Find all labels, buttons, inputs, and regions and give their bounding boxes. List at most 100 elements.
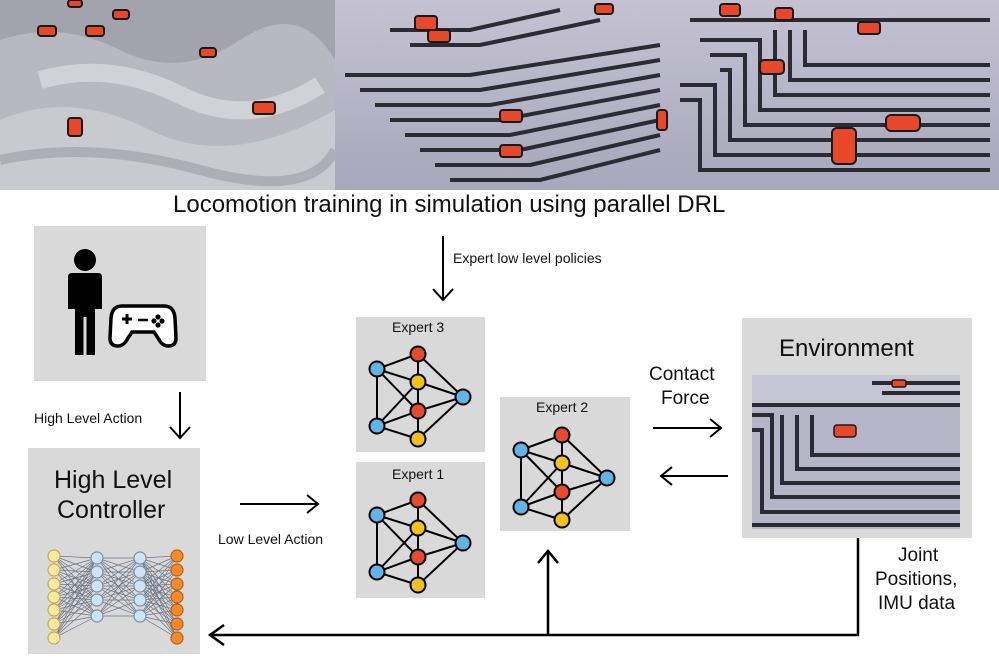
network-edge [139, 555, 178, 573]
expert-1-network [368, 491, 472, 594]
network-edge [417, 542, 464, 586]
network-node [409, 345, 427, 363]
network-node [133, 593, 147, 607]
network-edge [53, 557, 98, 598]
network-node [409, 402, 427, 420]
robot [857, 21, 881, 35]
expert-3-label: Expert 3 [392, 319, 445, 335]
robot [414, 15, 438, 31]
network-edge [561, 434, 608, 479]
network-edge [139, 569, 178, 617]
robot [427, 29, 451, 43]
network-edge [53, 571, 98, 585]
network-node [170, 549, 184, 563]
robot [85, 25, 105, 37]
robot [885, 114, 921, 132]
network-node [47, 549, 61, 563]
network-node [598, 469, 616, 487]
rough-terrain-panel [0, 0, 340, 190]
robot [499, 144, 523, 158]
robot [891, 379, 907, 388]
network-node [90, 551, 104, 565]
network-node [170, 577, 184, 591]
robot [831, 127, 857, 165]
expert-3-network [368, 345, 472, 448]
network-node [553, 511, 571, 529]
network-edge [417, 499, 464, 544]
stairs-panel-1 [335, 0, 667, 190]
expert-1-label: Expert 1 [392, 466, 445, 482]
network-edge [139, 555, 178, 601]
robot [656, 109, 668, 131]
network-edge [53, 557, 98, 639]
robot [499, 109, 523, 123]
network-node [170, 563, 184, 577]
network-node [409, 576, 427, 594]
network-edge [53, 557, 98, 571]
network-edge [53, 555, 98, 559]
network-edge [96, 557, 141, 573]
robot [37, 25, 57, 37]
network-edge [96, 557, 141, 617]
network-node [47, 603, 61, 617]
banner-caption: Locomotion training in simulation using … [173, 191, 726, 218]
network-edge [53, 609, 98, 617]
network-edge [139, 557, 178, 611]
network-edge [96, 571, 141, 601]
simulation-banner [0, 0, 999, 190]
network-node [133, 579, 147, 593]
gamepad-icon [108, 304, 178, 348]
network-node [170, 631, 184, 645]
label-low-level-action: Low Level Action [218, 531, 324, 547]
network-edge [139, 615, 178, 639]
robot [67, 117, 83, 137]
network-edge [53, 557, 98, 625]
network-edge [53, 585, 98, 639]
controller-network-diagram [47, 549, 184, 645]
controller-title-line-2: Controller [57, 496, 166, 524]
network-edge [139, 571, 178, 598]
network-edge [96, 599, 141, 617]
label-contact-force-1: Contact [649, 364, 715, 385]
robot [774, 7, 794, 21]
network-node [90, 579, 104, 593]
network-edge [139, 596, 178, 617]
network-node [409, 430, 427, 448]
operator-box [34, 226, 206, 381]
label-contact-force-2: Force [661, 388, 710, 409]
network-edge [53, 571, 98, 639]
network-edge [53, 583, 98, 601]
label-high-level-action: High Level Action [34, 410, 143, 426]
network-edge [53, 615, 98, 625]
network-node [368, 563, 386, 581]
arrow-right-low-level [240, 494, 320, 514]
arrow-down-to-controller [169, 392, 191, 440]
network-edge [96, 557, 141, 587]
network-node [454, 388, 472, 406]
network-node [47, 563, 61, 577]
network-node [47, 590, 61, 604]
network-node [47, 631, 61, 645]
network-edge [139, 555, 178, 617]
network-edge [53, 599, 98, 639]
network-node [553, 454, 571, 472]
network-edge [53, 596, 98, 617]
network-edge [53, 583, 98, 587]
network-node [47, 577, 61, 591]
network-node [90, 593, 104, 607]
network-node [90, 609, 104, 623]
network-node [368, 360, 386, 378]
robot [594, 3, 614, 15]
network-edge [53, 557, 98, 585]
network-node [368, 417, 386, 435]
network-node [133, 551, 147, 565]
network-node [170, 590, 184, 604]
network-edge [139, 571, 178, 611]
network-node [553, 483, 571, 501]
network-edge [53, 557, 98, 611]
label-joint-positions: Positions, [875, 569, 958, 590]
environment-title: Environment [779, 335, 914, 362]
robot [719, 3, 741, 17]
network-node [409, 519, 427, 537]
label-joint: Joint [898, 545, 939, 566]
